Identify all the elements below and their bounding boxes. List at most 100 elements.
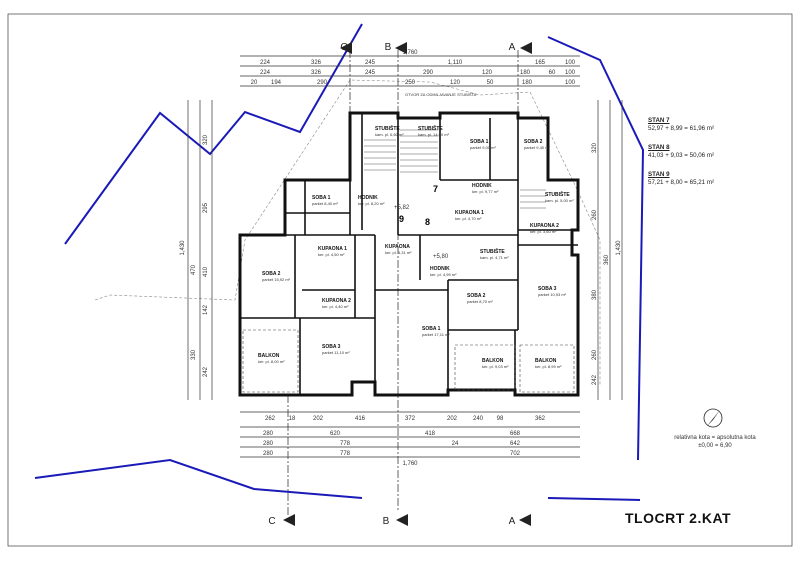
svg-text:245: 245	[365, 70, 376, 76]
svg-text:parket 15,92 m²: parket 15,92 m²	[262, 277, 291, 282]
svg-text:ker. pl. 9,03 m²: ker. pl. 9,03 m²	[482, 364, 509, 369]
svg-text:280: 280	[263, 431, 274, 437]
svg-text:120: 120	[482, 70, 493, 76]
opening-note: OTVOR ZA ODIMLJAVANJE STUBIŠTA	[405, 92, 477, 97]
dims-bottom	[240, 411, 580, 458]
svg-text:240: 240	[473, 416, 484, 422]
svg-text:kam. pl. 5,00 m²: kam. pl. 5,00 m²	[545, 198, 574, 203]
stan-8-info: STAN 8 41,03 + 9,03 = 50,06 m²	[648, 144, 714, 160]
svg-text:50: 50	[487, 80, 494, 86]
svg-text:1,430: 1,430	[180, 240, 186, 256]
svg-text:KUPAONA 1: KUPAONA 1	[318, 246, 347, 252]
svg-text:ker. pl. 4,99 m²: ker. pl. 4,99 m²	[430, 272, 457, 277]
svg-text:470: 470	[191, 264, 197, 275]
svg-text:BALKON: BALKON	[535, 358, 557, 364]
balcony-left	[242, 329, 299, 393]
svg-text:320: 320	[592, 142, 598, 153]
svg-text:262: 262	[265, 416, 276, 422]
stair-treads-left	[364, 139, 396, 171]
axis-marker-c-bottom: C	[268, 514, 295, 527]
svg-text:STUBIŠTE: STUBIŠTE	[418, 124, 443, 132]
axis-marker-c-top: C	[340, 42, 352, 54]
svg-text:kam. pl. 4,71 m²: kam. pl. 4,71 m²	[480, 255, 509, 260]
svg-text:parket 10,93 m²: parket 10,93 m²	[538, 292, 567, 297]
svg-text:ker. pl. 8,00 m²: ker. pl. 8,00 m²	[258, 359, 285, 364]
stan-8-title: STAN 8	[648, 144, 670, 151]
axis-marker-b-bottom: B	[383, 514, 408, 527]
svg-text:280: 280	[263, 451, 274, 457]
svg-text:ker. pl. 9,77 m²: ker. pl. 9,77 m²	[472, 189, 499, 194]
svg-text:418: 418	[425, 431, 436, 437]
svg-text:SOBA 2: SOBA 2	[524, 139, 543, 145]
stan-9-area: 57,21 + 8,00 = 65,21 m²	[648, 179, 715, 186]
svg-text:C: C	[340, 42, 347, 53]
svg-text:SOBA 1: SOBA 1	[312, 195, 331, 201]
unit-number-7: 7	[433, 184, 438, 194]
svg-text:360: 360	[604, 254, 610, 265]
svg-text:ker. pl. 8,99 m²: ker. pl. 8,99 m²	[535, 364, 562, 369]
svg-text:parket 8,40 m²: parket 8,40 m²	[312, 201, 338, 206]
svg-text:295: 295	[203, 202, 209, 213]
stan-7-info: STAN 7 52,97 + 8,99 = 61,96 m²	[648, 117, 714, 133]
north-arrow-icon	[703, 408, 723, 428]
svg-text:A: A	[509, 42, 516, 53]
svg-text:416: 416	[355, 416, 366, 422]
svg-text:245: 245	[365, 60, 376, 66]
svg-text:280: 280	[263, 441, 274, 447]
svg-text:380: 380	[592, 289, 598, 300]
stair-treads-center	[400, 129, 438, 173]
dims-right	[597, 100, 623, 400]
svg-text:326: 326	[311, 60, 322, 66]
svg-text:HODNIK: HODNIK	[358, 195, 378, 201]
unit-number-8: 8	[425, 217, 430, 227]
terrain-line	[94, 79, 601, 385]
svg-text:24: 24	[452, 441, 459, 447]
svg-text:ker. pl. 5,31 m²: ker. pl. 5,31 m²	[385, 250, 412, 255]
interior-walls	[240, 113, 578, 395]
svg-text:202: 202	[447, 416, 458, 422]
dims-bottom-row1: 262 18 202 416 372 202 240 98 362	[265, 416, 546, 422]
svg-text:194: 194	[271, 80, 282, 86]
svg-text:224: 224	[260, 60, 271, 66]
svg-text:668: 668	[510, 431, 521, 437]
svg-text:kam. pl. 14,00 m²: kam. pl. 14,00 m²	[418, 132, 450, 137]
dims-bottom-row3: 280 778 24 642	[263, 441, 521, 447]
svg-text:242: 242	[203, 366, 209, 377]
level-marker-1: +5,82	[394, 205, 410, 211]
svg-text:290: 290	[423, 70, 434, 76]
svg-text:142: 142	[203, 304, 209, 315]
svg-text:120: 120	[450, 80, 461, 86]
dims-top-row4: 20 194 290 250 120 50 180 100	[251, 80, 576, 86]
svg-text:KUPAONA 1: KUPAONA 1	[455, 210, 484, 216]
svg-text:kam. pl. 6,60 m²: kam. pl. 6,60 m²	[375, 132, 404, 137]
elevation-note-line1: relativna kota = apsolutna kota	[674, 435, 756, 441]
svg-text:326: 326	[311, 70, 322, 76]
plot-boundary-bottom	[34, 458, 363, 499]
svg-text:620: 620	[330, 431, 341, 437]
svg-text:KUPAONA 2: KUPAONA 2	[322, 298, 351, 304]
dims-bottom-row4: 280 778 702	[263, 451, 521, 457]
svg-text:1,110: 1,110	[448, 60, 463, 66]
svg-text:100: 100	[565, 80, 576, 86]
svg-text:HODNIK: HODNIK	[472, 183, 492, 189]
unit-number-9: 9	[399, 214, 404, 224]
svg-text:778: 778	[340, 451, 351, 457]
svg-text:parket 9,00 m²: parket 9,00 m²	[470, 145, 496, 150]
axis-marker-a-top: A	[509, 42, 532, 54]
sheet-frame	[7, 13, 793, 547]
svg-text:1,430: 1,430	[616, 240, 622, 256]
dims-top-row2: 224 326 245 1,110 165 100	[260, 60, 576, 66]
svg-text:180: 180	[520, 70, 531, 76]
balcony-center	[454, 344, 516, 391]
svg-text:STUBIŠTE: STUBIŠTE	[375, 124, 400, 132]
svg-text:100: 100	[565, 70, 576, 76]
svg-text:ker. pl. 3,60 m²: ker. pl. 3,60 m²	[530, 229, 557, 234]
svg-text:372: 372	[405, 416, 416, 422]
svg-text:250: 250	[405, 80, 416, 86]
svg-text:180: 180	[522, 80, 533, 86]
svg-text:HODNIK: HODNIK	[430, 266, 450, 272]
elevation-note-line2: ±0,00 = 6,90	[698, 443, 732, 449]
svg-text:320: 320	[203, 134, 209, 145]
axis-marker-a-bottom: A	[509, 514, 531, 527]
stan-8-area: 41,03 + 9,03 = 50,06 m²	[648, 152, 715, 159]
